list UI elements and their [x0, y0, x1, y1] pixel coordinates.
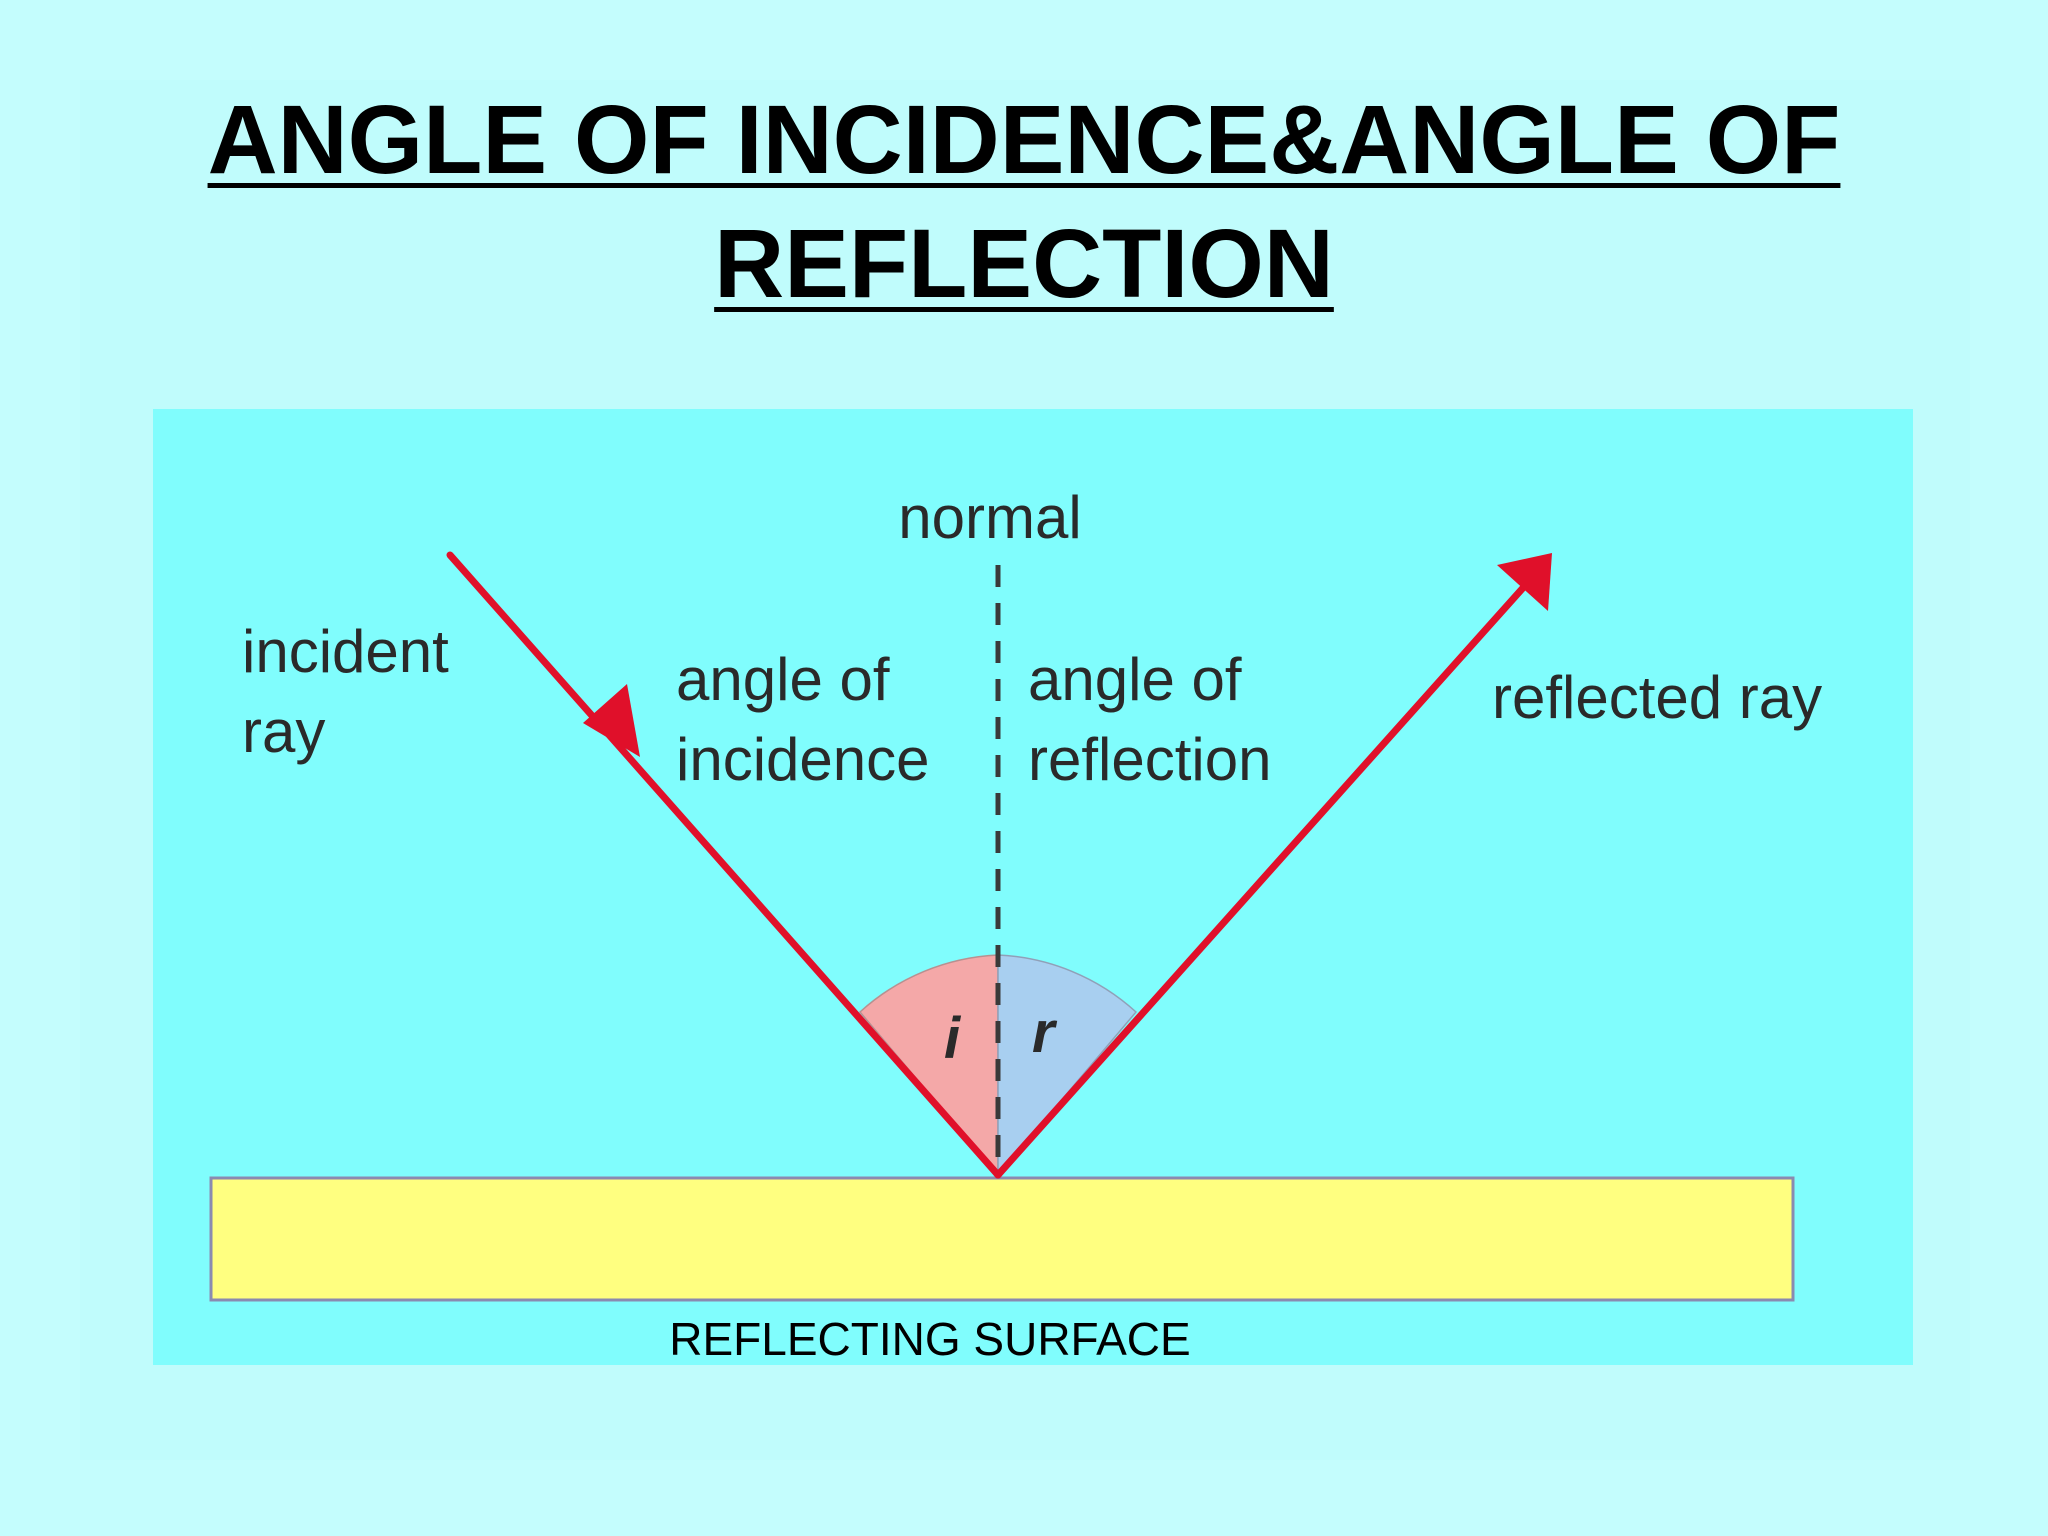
incident-ray-label-line-2: ray: [242, 698, 325, 765]
angle-of-reflection-label-line-1: angle of: [1028, 646, 1242, 713]
angle-of-reflection-wedge: [997, 954, 1138, 1178]
reflecting-surface: [209, 1176, 1795, 1302]
reflecting-surface-caption: REFLECTING SURFACE: [669, 1313, 1191, 1365]
angle-r-symbol: r: [1032, 1000, 1058, 1065]
angle-of-incidence-label-line-2: incidence: [676, 726, 930, 793]
angle-of-reflection-label-line-2: reflection: [1028, 726, 1271, 793]
angle-i-symbol: i: [944, 1006, 962, 1071]
reflected-ray-arrowhead: [1497, 553, 1552, 611]
slide-title: ANGLE OF INCIDENCE&ANGLE OF REFLECTION: [0, 78, 2048, 326]
incident-ray-label-line-1: incident: [242, 618, 449, 685]
reflected-ray: [994, 576, 1534, 1179]
angle-of-incidence-wedge: [858, 954, 999, 1178]
title-line-2: REFLECTION: [714, 209, 1334, 318]
normal-label: normal: [898, 484, 1081, 551]
angle-of-incidence-label-line-1: angle of: [676, 646, 890, 713]
incident-ray: [446, 551, 1002, 1179]
incident-ray-arrowhead: [583, 684, 640, 757]
title-line-1: ANGLE OF INCIDENCE&ANGLE OF: [207, 85, 1841, 194]
reflected-ray-label: reflected ray: [1492, 664, 1822, 731]
